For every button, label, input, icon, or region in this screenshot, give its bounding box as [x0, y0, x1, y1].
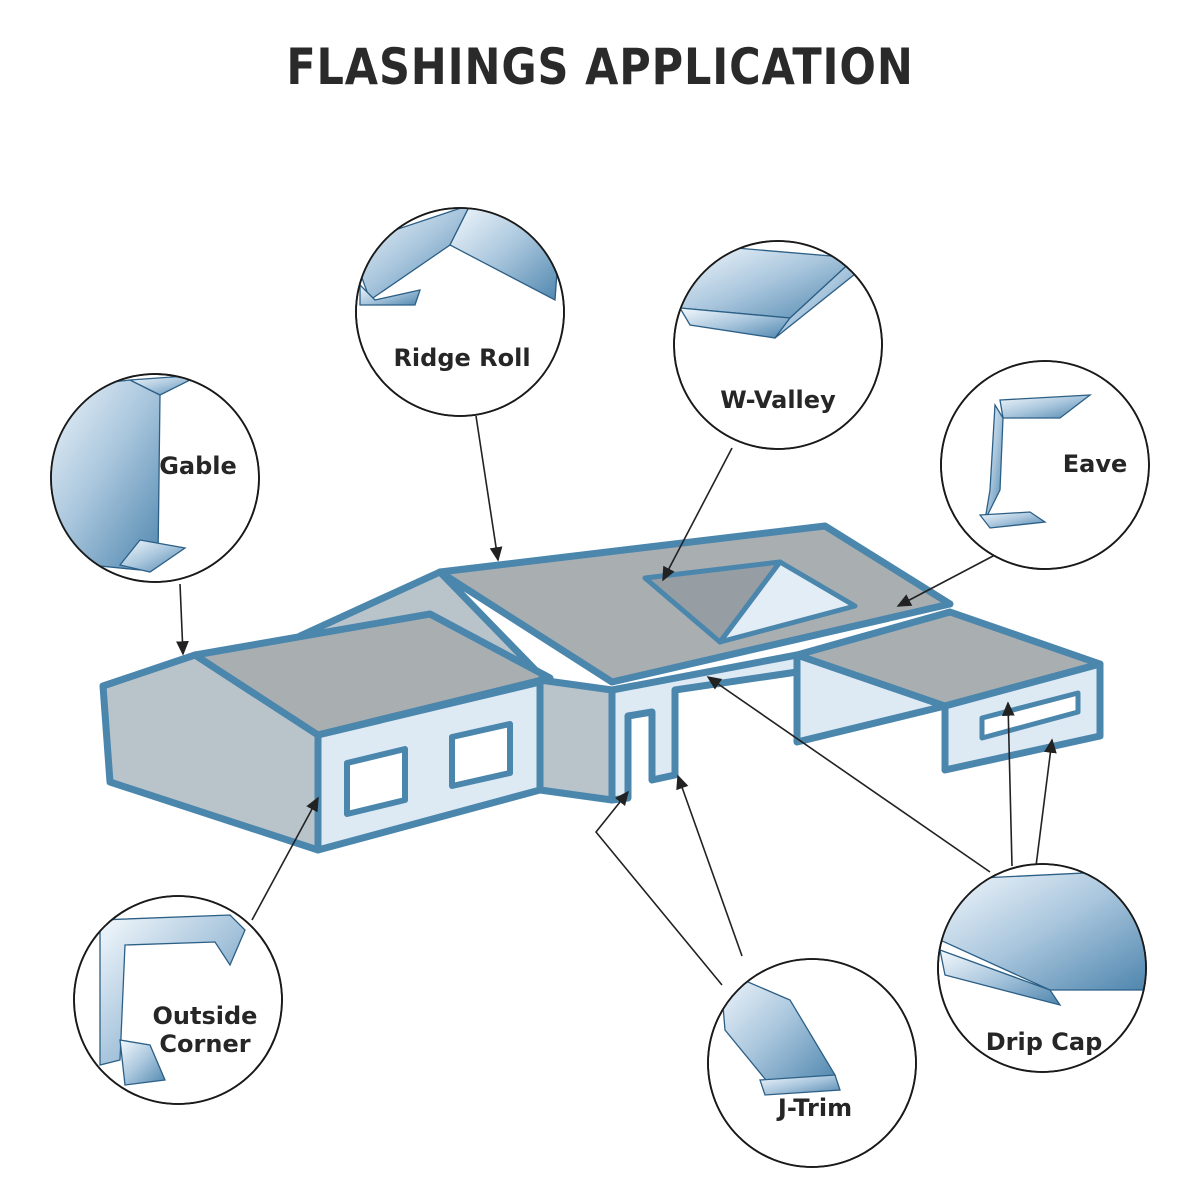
callout-drip-cap: Drip Cap — [937, 863, 1147, 1073]
j-trim-label: J-Trim — [776, 1094, 852, 1122]
outside-corner-label-line1: Outside — [153, 1002, 258, 1030]
diagram-title: FLASHINGS APPLICATION — [286, 38, 914, 96]
gable-profile-icon — [51, 374, 201, 573]
callout-ridge-roll: Ridge Roll — [355, 207, 565, 417]
arrow-drip-cap-2 — [1001, 701, 1015, 867]
window-2 — [449, 721, 513, 789]
callout-gable: Gable — [50, 373, 260, 583]
arrow-drip-cap-1 — [706, 676, 991, 873]
j-trim-profile-icon — [719, 968, 841, 1096]
middle-wall — [536, 676, 616, 804]
drip-cap-label: Drip Cap — [986, 1028, 1103, 1056]
outside-corner-label-line2: Corner — [159, 1030, 250, 1058]
drip-cap-profile-icon — [939, 869, 1146, 1007]
pointer-arrows — [176, 415, 1057, 986]
house — [99, 522, 1104, 854]
carport-fascia-opening — [979, 690, 1081, 741]
w-valley-label: W-Valley — [720, 386, 836, 414]
arrow-drip-cap-3 — [1035, 738, 1057, 867]
window-1 — [344, 746, 408, 817]
eave-label: Eave — [1063, 450, 1128, 478]
arrow-j-trim-2 — [676, 774, 743, 957]
arrow-w-valley — [662, 447, 733, 582]
outside-corner-profile-icon — [99, 914, 246, 1086]
w-valley-profile-icon — [678, 244, 861, 339]
callout-j-trim: J-Trim — [707, 958, 917, 1168]
arrow-gable — [176, 583, 189, 656]
dormer-face — [717, 559, 858, 645]
gable-label: Gable — [159, 452, 237, 480]
arrow-ridge-roll — [475, 415, 503, 562]
callout-outside-corner: Outside Corner — [73, 895, 283, 1105]
arrow-outside-corner — [251, 796, 319, 921]
callout-w-valley: W-Valley — [673, 240, 883, 450]
arrow-eave — [896, 554, 996, 607]
eave-profile-icon — [978, 394, 1093, 529]
arrow-j-trim-1 — [594, 790, 723, 986]
callout-eave: Eave — [940, 360, 1150, 570]
ridge-roll-label: Ridge Roll — [393, 344, 530, 372]
